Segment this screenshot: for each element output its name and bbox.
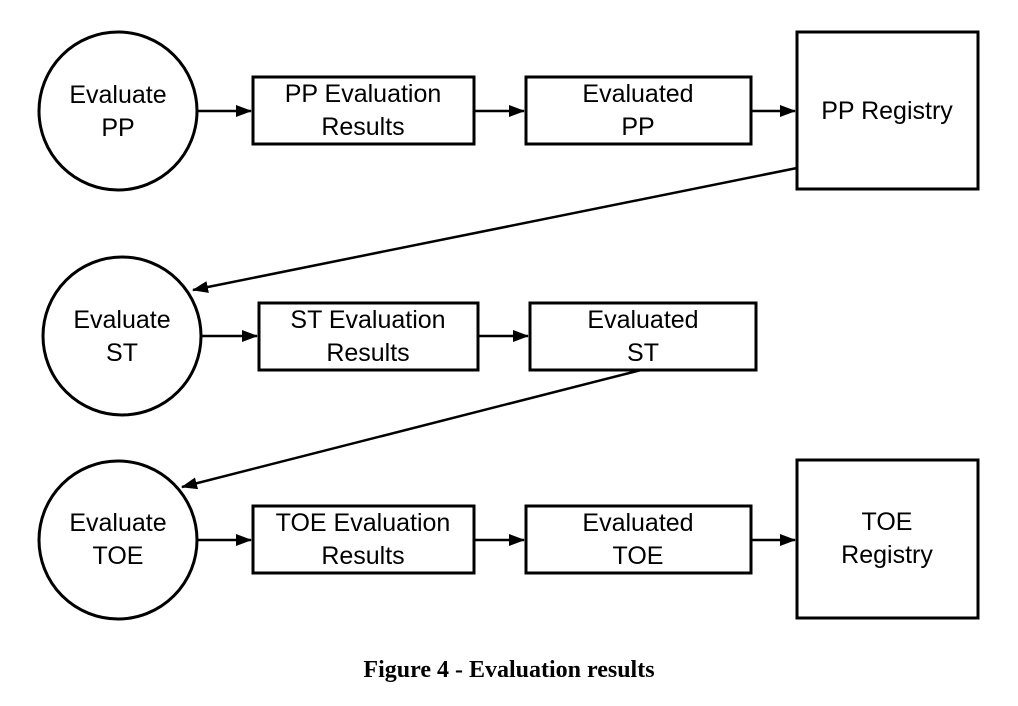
node-st-evaluation-results-line2: Results xyxy=(326,339,409,367)
node-evaluated-pp-line2: PP xyxy=(621,113,654,141)
node-pp-evaluation-results: PP Evaluation Results xyxy=(251,75,476,146)
node-evaluated-st-line1: Evaluated xyxy=(587,306,698,334)
node-evaluated-toe-line2: TOE xyxy=(613,542,664,570)
node-toe-evaluation-results-line1: TOE Evaluation xyxy=(276,509,451,537)
node-toe-registry-line1: TOE xyxy=(862,508,913,536)
node-evaluate-toe-line2: TOE xyxy=(93,542,144,570)
node-pp-evaluation-results-line2: Results xyxy=(321,113,404,141)
node-toe-evaluation-results-line2: Results xyxy=(321,542,404,570)
node-toe-registry-line2: Registry xyxy=(841,541,933,569)
node-evaluated-pp-line1: Evaluated xyxy=(582,80,693,108)
node-toe-evaluation-results: TOE Evaluation Results xyxy=(251,504,476,575)
node-evaluated-toe: Evaluated TOE xyxy=(524,504,753,575)
node-st-evaluation-results-line1: ST Evaluation xyxy=(290,306,445,334)
arrow-pp-registry-to-evaluate-st xyxy=(192,166,798,293)
node-evaluate-pp-line1: Evaluate xyxy=(69,81,166,109)
node-pp-registry-line1: PP Registry xyxy=(821,97,953,125)
node-evaluate-st: Evaluate ST xyxy=(41,255,203,417)
arrow-evaluated-st-to-evaluate-toe xyxy=(181,368,642,490)
node-pp-evaluation-results-line1: PP Evaluation xyxy=(285,80,442,108)
node-evaluate-pp: Evaluate PP xyxy=(37,30,199,192)
node-st-evaluation-results: ST Evaluation Results xyxy=(257,301,480,372)
flow-diagram: Evaluate PP PP Evaluation Results Evalua… xyxy=(37,30,980,621)
node-evaluate-st-line1: Evaluate xyxy=(73,306,170,334)
figure-caption: Figure 4 - Evaluation results xyxy=(363,657,655,683)
node-evaluated-st: Evaluated ST xyxy=(528,301,758,372)
node-evaluated-st-line2: ST xyxy=(627,339,659,367)
node-evaluated-toe-line1: Evaluated xyxy=(582,509,693,537)
node-evaluate-pp-line2: PP xyxy=(101,114,134,142)
node-evaluate-toe: Evaluate TOE xyxy=(37,459,199,621)
node-pp-registry: PP Registry xyxy=(795,30,980,191)
node-evaluate-toe-line1: Evaluate xyxy=(69,509,166,537)
node-toe-registry: TOE Registry xyxy=(795,458,980,620)
node-evaluate-st-line2: ST xyxy=(106,339,138,367)
node-evaluated-pp: Evaluated PP xyxy=(524,75,753,146)
